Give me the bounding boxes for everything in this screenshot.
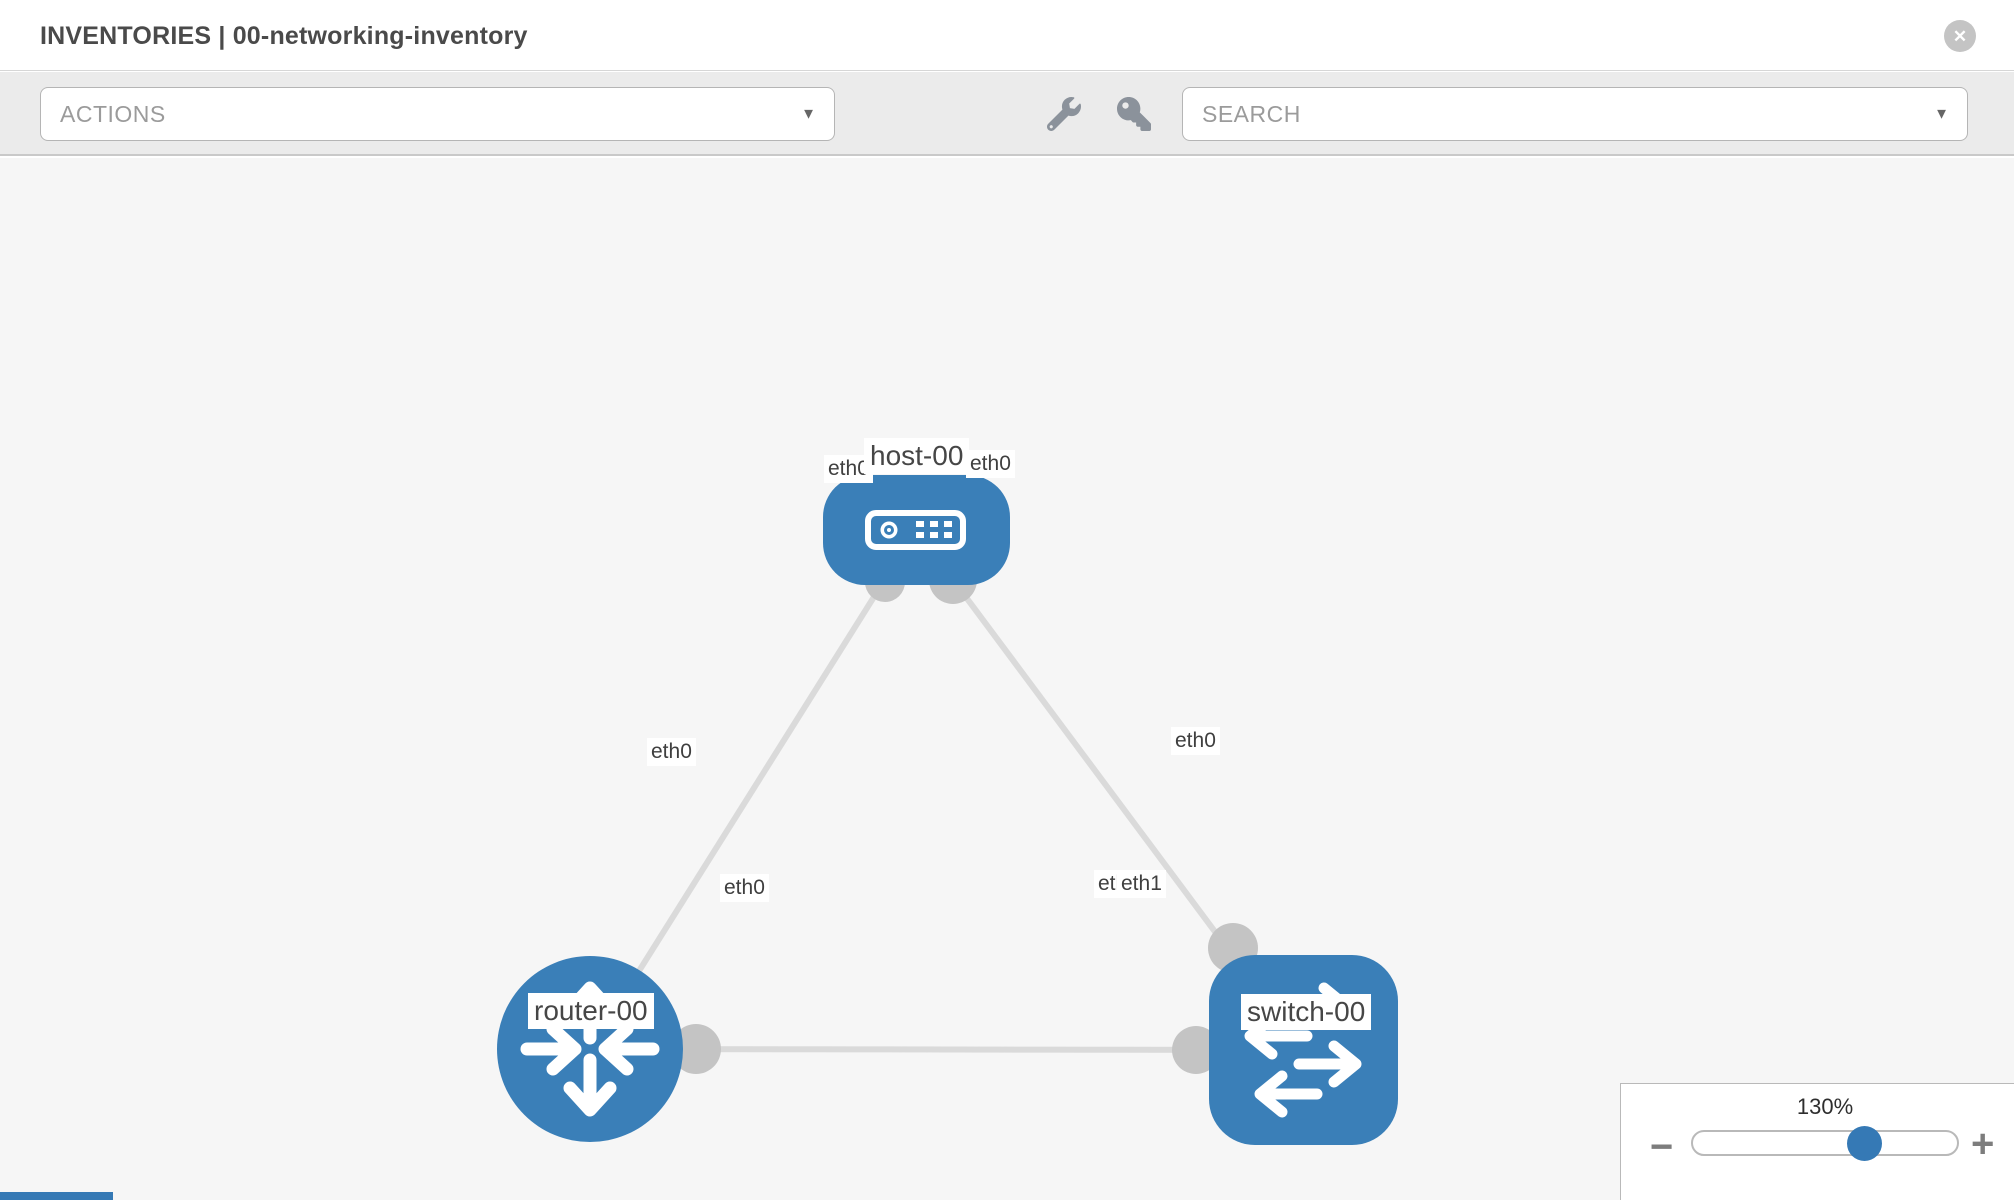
node-switch[interactable] xyxy=(1209,955,1398,1145)
search-dropdown[interactable]: SEARCH ▼ xyxy=(1182,87,1968,141)
zoom-slider-track[interactable] xyxy=(1691,1130,1959,1156)
toolbar: ACTIONS ▼ SEARCH ▼ xyxy=(0,72,2014,156)
connector-router-switch xyxy=(671,1024,721,1074)
page-title: INVENTORIES | 00-networking-inventory xyxy=(40,22,528,50)
chevron-down-icon: ▼ xyxy=(1934,105,1949,123)
header-bar: INVENTORIES | 00-networking-inventory ✕ xyxy=(0,0,2014,71)
zoom-in-button[interactable]: + xyxy=(1971,1122,1995,1166)
interface-label: eth0 xyxy=(1171,727,1220,756)
search-dropdown-label: SEARCH xyxy=(1202,100,1301,127)
node-label-host: host-00 xyxy=(864,438,970,475)
zoom-out-button[interactable]: − xyxy=(1650,1125,1674,1169)
zoom-control-panel: 130% − + xyxy=(1620,1083,2014,1200)
footer-edge-strip xyxy=(0,1192,113,1200)
zoom-level-value: 130% xyxy=(1796,1094,1854,1119)
key-icon[interactable] xyxy=(1116,96,1152,132)
topology-canvas[interactable]: eth0 host-00 eth0 eth0 eth0 eth0 eth0 et… xyxy=(0,158,2014,1200)
node-router[interactable] xyxy=(497,956,683,1142)
node-host[interactable] xyxy=(823,475,1010,585)
interface-label: eth0 xyxy=(647,738,696,767)
node-label-switch: switch-00 xyxy=(1241,994,1372,1031)
interface-label: eth1 xyxy=(1117,870,1166,899)
zoom-slider-thumb[interactable] xyxy=(1847,1126,1882,1161)
wrench-icon[interactable] xyxy=(1046,96,1082,132)
interface-label: eth0 xyxy=(966,450,1015,479)
connector-switch-router xyxy=(1172,1026,1220,1074)
actions-dropdown-label: ACTIONS xyxy=(60,100,166,127)
close-icon[interactable]: ✕ xyxy=(1944,20,1976,52)
interface-label: eth0 xyxy=(720,874,769,903)
node-label-router: router-00 xyxy=(528,993,654,1030)
link-host-router xyxy=(587,528,919,1051)
chevron-down-icon: ▼ xyxy=(801,105,816,123)
topology-graph xyxy=(497,475,1398,1145)
host-icon xyxy=(865,510,966,550)
actions-dropdown[interactable]: ACTIONS ▼ xyxy=(40,87,835,141)
